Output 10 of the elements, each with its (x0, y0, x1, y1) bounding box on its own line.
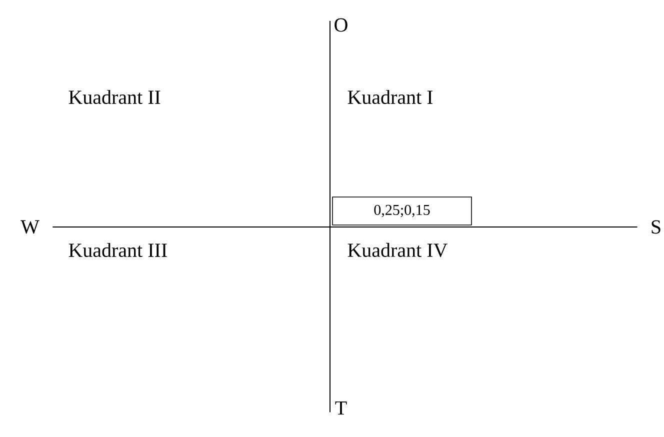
axis-label: T (335, 401, 347, 415)
quadrant-label: Kuadrant III (68, 242, 167, 258)
axis-label: O (334, 18, 348, 32)
value-box: 0,25;0,15 (332, 196, 472, 226)
axis-line (52, 226, 638, 228)
quadrant-label: Kuadrant IV (348, 242, 448, 258)
axis-label: W (20, 220, 40, 234)
quadrant-label: Kuadrant II (68, 90, 160, 104)
axis-label: S (652, 220, 660, 234)
quadrant-label: Kuadrant I (348, 90, 433, 104)
